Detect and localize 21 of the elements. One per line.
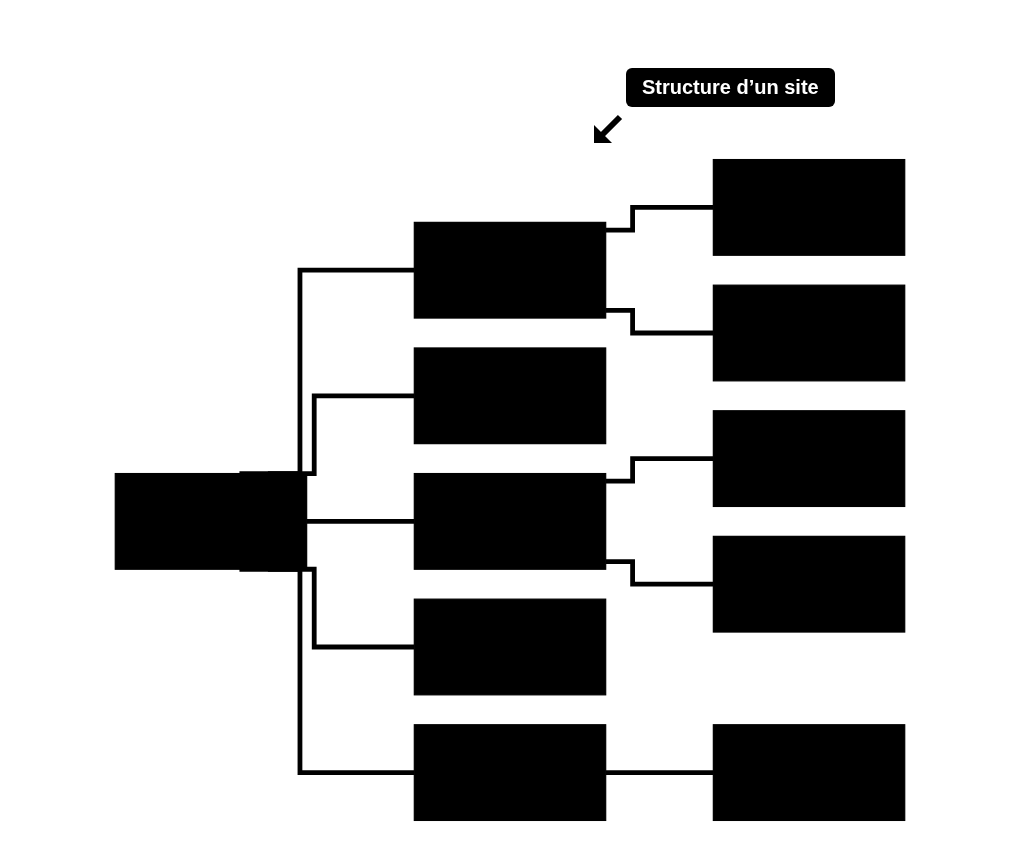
connector — [239, 566, 415, 775]
node-box — [712, 724, 906, 822]
node-box — [114, 472, 308, 570]
node-box — [413, 724, 607, 822]
node-box — [413, 221, 607, 319]
connector — [267, 393, 415, 476]
node-box — [712, 410, 906, 508]
node-box — [413, 347, 607, 445]
node-box — [413, 472, 607, 570]
connector — [605, 770, 714, 775]
connector — [306, 519, 415, 524]
connector — [605, 205, 714, 233]
node-box — [712, 535, 906, 633]
connector — [605, 308, 714, 336]
connector — [605, 559, 714, 587]
node-box — [712, 284, 906, 382]
connector — [605, 456, 714, 484]
connector — [239, 267, 415, 476]
node-box — [712, 158, 906, 256]
callout-tag: Structure d’un site — [626, 68, 835, 107]
node-box — [413, 598, 607, 696]
